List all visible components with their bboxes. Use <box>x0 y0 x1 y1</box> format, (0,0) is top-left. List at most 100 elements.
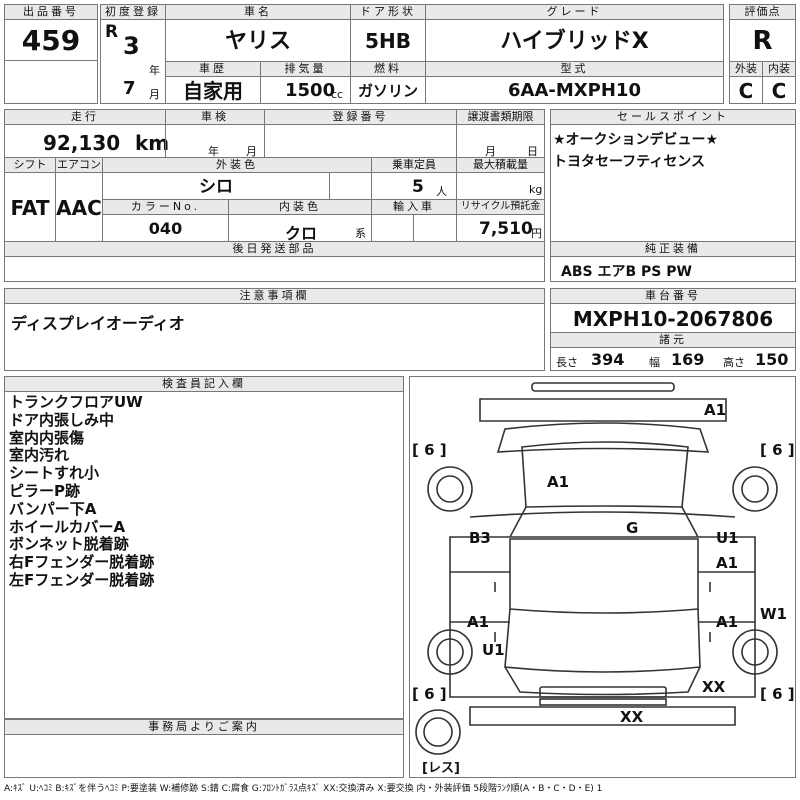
score-label: 評価点 <box>729 4 796 20</box>
reg-month: 7 <box>123 78 136 99</box>
inspection-label: 車検 <box>165 109 265 125</box>
ac: AAC <box>55 172 103 242</box>
mileage-unit: km <box>135 131 170 155</box>
office-box <box>4 734 404 778</box>
color-blank <box>329 172 372 200</box>
model-label: 型式 <box>425 61 724 77</box>
damage-mark: U1 <box>482 641 505 659</box>
insp-month: 月 <box>246 145 257 158</box>
length: 394 <box>591 350 625 369</box>
capacity-box: 5 人 <box>371 172 457 200</box>
history: 自家用 <box>165 76 261 104</box>
office-label: 事務局よりご案内 <box>4 719 404 735</box>
capacity-unit: 人 <box>436 185 447 198</box>
damage-mark: W1 <box>760 605 787 623</box>
score: R <box>729 19 796 62</box>
damage-mark: U1 <box>716 529 739 547</box>
intcolor-box: クロ 系 <box>228 214 372 243</box>
mileage-box: 92,130 km <box>4 124 170 158</box>
damage-mark: B3 <box>469 529 491 547</box>
door-type: 5HB <box>350 19 426 62</box>
inspector-line: ドア内張しみ中 <box>9 410 115 429</box>
dims-box: 長さ 394 幅 169 高さ 150 <box>550 347 796 371</box>
sales-label: セールスポイント <box>550 109 796 125</box>
first-reg-box: R 3 年 7 月 <box>100 19 166 104</box>
fuel: ガソリン <box>350 76 426 104</box>
damage-mark: A1 <box>467 613 490 631</box>
first-reg-label: 初度登録 <box>100 4 166 20</box>
later-parts-label: 後日発送部品 <box>4 241 545 257</box>
inspector-line: 室内内張傷 <box>9 428 85 447</box>
equipment: ABS エアB PS PW <box>561 264 692 280</box>
inspector-line: バンパー下A <box>9 499 97 518</box>
exterior-color: シロ <box>102 172 330 200</box>
transfer-label: 譲渡書類期限 <box>456 109 545 125</box>
height: 150 <box>755 350 789 369</box>
length-label: 長さ <box>556 356 578 369</box>
model-code: 6AA-MXPH10 <box>425 76 724 104</box>
chassis-label: 車台番号 <box>550 288 796 304</box>
int-grade: C <box>762 76 796 104</box>
ext-label: 外装 <box>729 61 763 77</box>
month-unit: 月 <box>149 88 160 101</box>
recycle-unit: 円 <box>531 227 542 240</box>
door-label: ドア形状 <box>350 4 426 20</box>
damage-mark: G <box>626 519 639 537</box>
intcolor-label: 内装色 <box>228 199 372 215</box>
import-b <box>413 214 457 242</box>
colorno-label: カラーNo. <box>102 199 229 215</box>
inspector-line: 左Fフェンダー脱着跡 <box>9 570 155 589</box>
fuel-label: 燃料 <box>350 61 426 77</box>
inspector-label: 検査員記入欄 <box>4 376 404 392</box>
car-name-label: 車名 <box>165 4 351 20</box>
sales-box: ★オークションデビュー★ トヨタセーフティセンス <box>550 124 796 242</box>
dims-label: 諸元 <box>550 332 796 348</box>
tire-depth-mark: [ 6 ] <box>412 685 447 703</box>
ac-label: エアコン <box>55 157 103 173</box>
width: 169 <box>671 350 705 369</box>
int-label: 内装 <box>762 61 796 77</box>
import-label: 輸入車 <box>371 199 457 215</box>
regno-box <box>264 124 457 158</box>
notes-label: 注意事項欄 <box>4 288 545 304</box>
legend: A:ｷｽﾞ U:ﾍｺﾐ B:ｷｽﾞを伴うﾍｺﾐ P:要塗装 W:補修跡 S:錆 … <box>4 784 603 794</box>
color-number: 040 <box>102 214 229 242</box>
load-label: 最大積載量 <box>456 157 545 173</box>
damage-mark: A1 <box>716 554 739 572</box>
shift: FAT <box>4 172 56 242</box>
damage-mark: A1 <box>547 473 570 491</box>
tire-depth-mark: [ 6 ] <box>760 441 795 459</box>
inspector-line: ホイールカバーA <box>9 517 126 536</box>
damage-mark: A1 <box>704 401 727 419</box>
tr-month: 月 <box>485 145 496 158</box>
year-unit: 年 <box>149 64 160 77</box>
inspector-lines: トランクフロアUW ドア内張しみ中 室内内張傷 室内汚れ シートすれ小 ピラーP… <box>9 393 155 590</box>
tr-day: 日 <box>527 145 538 158</box>
notes-text: ディスプレイオーディオ <box>11 314 185 333</box>
color-label: 外装色 <box>102 157 372 173</box>
later-parts-box <box>4 256 545 282</box>
equip-box: ABS エアB PS PW <box>550 256 796 282</box>
capacity: 5 <box>412 177 424 197</box>
displacement-box: 1500 cc <box>260 76 351 104</box>
intcolor-unit: 系 <box>355 227 366 240</box>
inspector-box: トランクフロアUW ドア内張しみ中 室内内張傷 室内汚れ シートすれ小 ピラーP… <box>4 391 404 719</box>
history-label: 車歴 <box>165 61 261 77</box>
load-box: kg <box>456 172 545 200</box>
equip-label: 純正装備 <box>550 241 796 257</box>
import-a <box>371 214 414 242</box>
insp-year: 年 <box>208 145 219 158</box>
damage-mark: XX <box>702 678 726 696</box>
width-label: 幅 <box>649 356 660 369</box>
grade: ハイブリッドX <box>425 19 724 62</box>
regno-label: 登録番号 <box>264 109 457 125</box>
ext-grade: C <box>729 76 763 104</box>
recycle-fee: 7,510 <box>479 219 533 239</box>
era: R <box>105 22 119 42</box>
displacement: 1500 <box>285 80 336 101</box>
sales-line-1: ★オークションデビュー★ <box>553 132 719 148</box>
height-label: 高さ <box>723 356 745 369</box>
damage-mark: XX <box>620 708 644 726</box>
grade-label: グレード <box>425 4 724 20</box>
inspector-line: トランクフロアUW <box>9 393 143 411</box>
